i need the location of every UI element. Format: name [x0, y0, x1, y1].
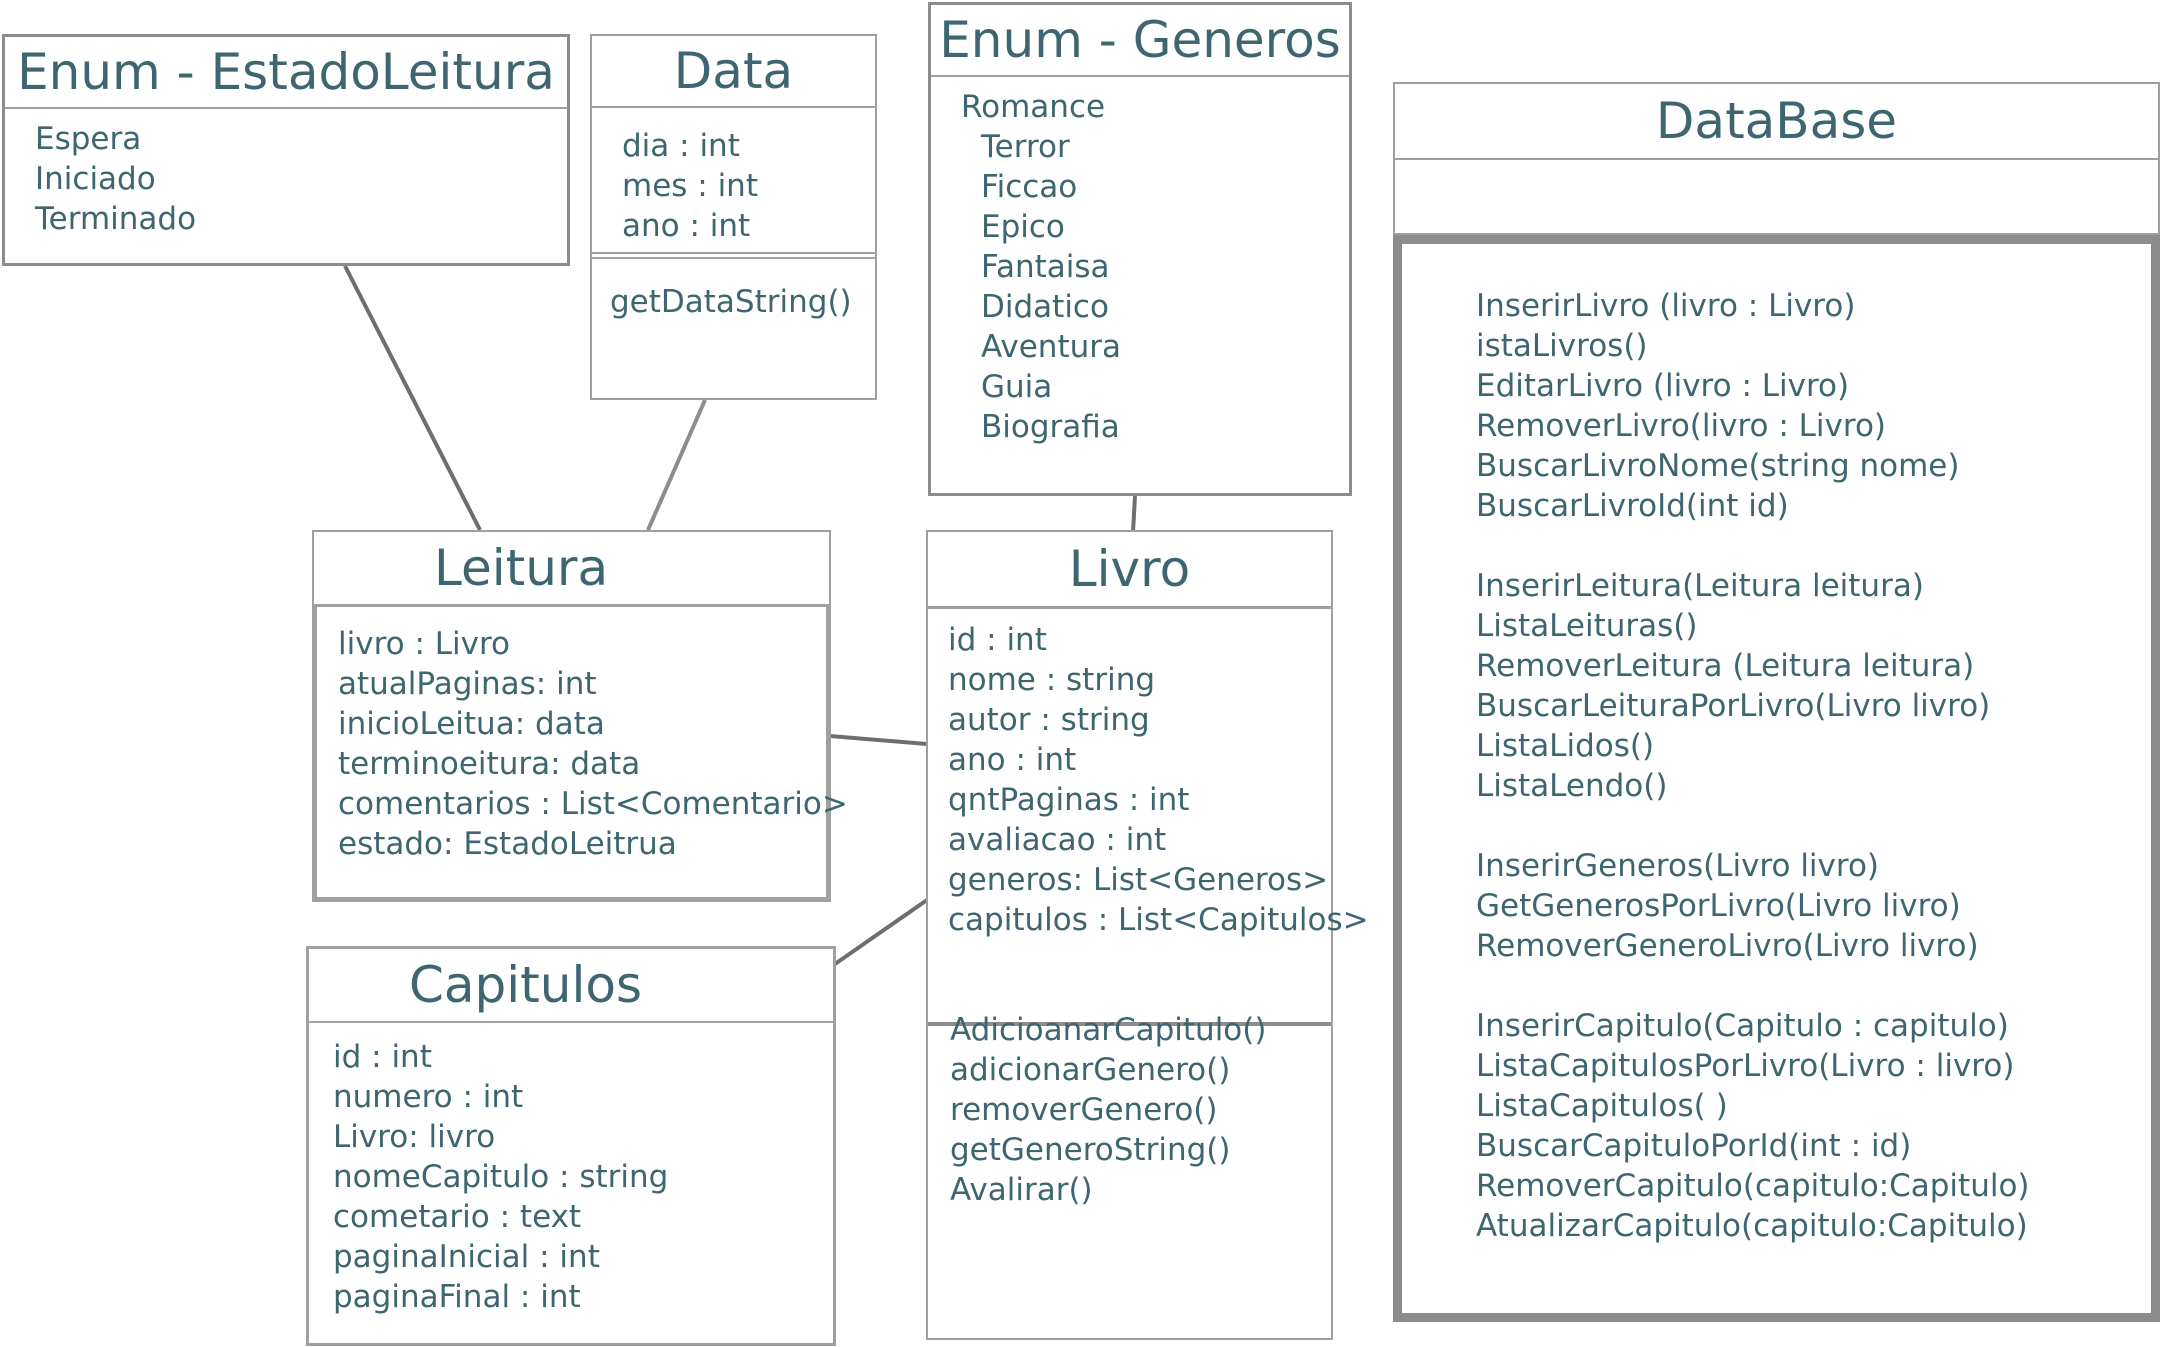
attribute: Livro: livro — [333, 1119, 496, 1155]
enum-value: Fantaisa — [981, 249, 1110, 285]
attribute: ano : int — [948, 742, 1077, 778]
database-title: DataBase — [1395, 84, 2158, 160]
enum-value: Ficcao — [981, 169, 1078, 205]
data-class-methods: getDataString() — [610, 282, 875, 322]
method: InserirLivro (livro : Livro) — [1476, 288, 1856, 324]
method: ListaLendo() — [1476, 768, 1668, 804]
method: AtualizarCapitulo(capitulo:Capitulo) — [1476, 1208, 2028, 1244]
livro-attributes: id : int nome : string autor : string an… — [948, 620, 1369, 940]
livro-title: Livro — [1068, 540, 1191, 598]
attribute: paginaInicial : int — [333, 1239, 600, 1275]
leitura-attributes: livro : Livro atualPaginas: int inicioLe… — [338, 624, 848, 864]
method: BuscarLivroNome(string nome) — [1476, 448, 1960, 484]
enum-generos-values: Romance Terror Ficcao Epico Fantaisa Did… — [961, 87, 1349, 447]
method: getGeneroString() — [950, 1132, 1231, 1168]
enum-value: Romance — [961, 89, 1106, 125]
enum-value: Biografia — [981, 409, 1120, 445]
link-data-leitura — [646, 399, 707, 531]
enum-value: Terror — [981, 129, 1070, 165]
livro-methods: AdicioanarCapitulo() adicionarGenero() r… — [950, 1010, 1331, 1210]
attribute: estado: EstadoLeitrua — [338, 826, 677, 862]
enum-value: Aventura — [981, 329, 1121, 365]
method: Avalirar() — [950, 1172, 1093, 1208]
method: adicionarGenero() — [950, 1052, 1231, 1088]
attribute: qntPaginas : int — [948, 782, 1190, 818]
data-class-box: Data dia : int mes : int ano : int getDa… — [590, 34, 877, 400]
attribute: id : int — [948, 622, 1047, 658]
database-box: DataBase — [1393, 82, 2160, 235]
livro-attributes-panel — [928, 606, 1331, 1026]
method: getDataString() — [610, 284, 852, 320]
attribute: comentarios : List<Comentario> — [338, 786, 848, 822]
method: ListaLeituras() — [1476, 608, 1698, 644]
method: RemoverLivro(livro : Livro) — [1476, 408, 1887, 444]
leitura-box: Leitura livro : Livro atualPaginas: int … — [312, 530, 848, 902]
spacer — [1476, 806, 2151, 846]
attribute: id : int — [333, 1039, 432, 1075]
attribute: terminoeitura: data — [338, 746, 641, 782]
attribute: atualPaginas: int — [338, 666, 597, 702]
capitulos-box: Capitulos id : int numero : int Livro: l… — [306, 946, 836, 1346]
data-class-attributes: dia : int mes : int ano : int — [622, 126, 875, 246]
enum-value: Guia — [981, 369, 1053, 405]
enum-generos-box: Enum - Generos Romance Terror Ficcao Epi… — [928, 2, 1352, 496]
method: AdicioanarCapitulo() — [950, 1012, 1267, 1048]
enum-estado-leitura-title: Enum - EstadoLeitura — [5, 37, 567, 109]
enum-value: Didatico — [981, 289, 1109, 325]
attribute: nome : string — [948, 662, 1156, 698]
method: istaLivros() — [1476, 328, 1648, 364]
link-capitulos-livro — [833, 898, 929, 966]
leitura-attributes-panel — [314, 604, 829, 900]
method: RemoverCapitulo(capitulo:Capitulo) — [1476, 1168, 2030, 1204]
attribute: generos: List<Generos> — [948, 862, 1329, 898]
link-generos-livro — [1131, 495, 1137, 533]
enum-estado-leitura-box: Enum - EstadoLeitura Espera Iniciado Ter… — [2, 34, 570, 266]
enum-value: Espera — [35, 121, 142, 157]
method: BuscarLivroId(int id) — [1476, 488, 1789, 524]
link-estado-leitura — [343, 265, 482, 531]
method: InserirGeneros(Livro livro) — [1476, 848, 1880, 884]
capitulos-attributes: id : int numero : int Livro: livro nomeC… — [333, 1037, 833, 1317]
spacer — [1476, 966, 2151, 1006]
data-class-divider — [592, 252, 875, 259]
spacer — [1476, 526, 2151, 566]
attribute: livro : Livro — [338, 626, 511, 662]
attribute: nomeCapitulo : string — [333, 1159, 669, 1195]
attribute: ano : int — [622, 208, 751, 244]
attribute: cometario : text — [333, 1199, 582, 1235]
capitulos-title: Capitulos — [309, 949, 833, 1023]
method: RemoverLeitura (Leitura leitura) — [1476, 648, 1975, 684]
method: EditarLivro (livro : Livro) — [1476, 368, 1850, 404]
method: ListaLidos() — [1476, 728, 1655, 764]
attribute: avaliacao : int — [948, 822, 1167, 858]
attribute: capitulos : List<Capitulos> — [948, 902, 1369, 938]
attribute: paginaFinal : int — [333, 1279, 581, 1315]
data-class-title: Data — [592, 36, 875, 108]
method: removerGenero() — [950, 1092, 1218, 1128]
attribute: dia : int — [622, 128, 740, 164]
method: ListaCapitulos( ) — [1476, 1088, 1728, 1124]
enum-generos-title: Enum - Generos — [931, 5, 1349, 77]
attribute: autor : string — [948, 702, 1150, 738]
database-methods-box: InserirLivro (livro : Livro) istaLivros(… — [1393, 235, 2160, 1322]
link-leitura-livro — [829, 734, 928, 746]
leitura-title: Leitura — [434, 539, 609, 597]
method: GetGenerosPorLivro(Livro livro) — [1476, 888, 1961, 924]
database-methods: InserirLivro (livro : Livro) istaLivros(… — [1476, 286, 2151, 1246]
enum-value: Terminado — [35, 201, 197, 237]
attribute: mes : int — [622, 168, 758, 204]
enum-value: Epico — [981, 209, 1065, 245]
method: BuscarCapituloPorId(int : id) — [1476, 1128, 1912, 1164]
method: InserirCapitulo(Capitulo : capitulo) — [1476, 1008, 2009, 1044]
method: InserirLeitura(Leitura leitura) — [1476, 568, 1924, 604]
method: RemoverGeneroLivro(Livro livro) — [1476, 928, 1979, 964]
method: BuscarLeituraPorLivro(Livro livro) — [1476, 688, 1991, 724]
enum-estado-leitura-values: Espera Iniciado Terminado — [35, 119, 567, 239]
attribute: numero : int — [333, 1079, 524, 1115]
enum-value: Iniciado — [35, 161, 156, 197]
attribute: inicioLeitua: data — [338, 706, 605, 742]
livro-box: Livro id : int nome : string autor : str… — [926, 530, 1369, 1340]
method: ListaCapitulosPorLivro(Livro : livro) — [1476, 1048, 2015, 1084]
